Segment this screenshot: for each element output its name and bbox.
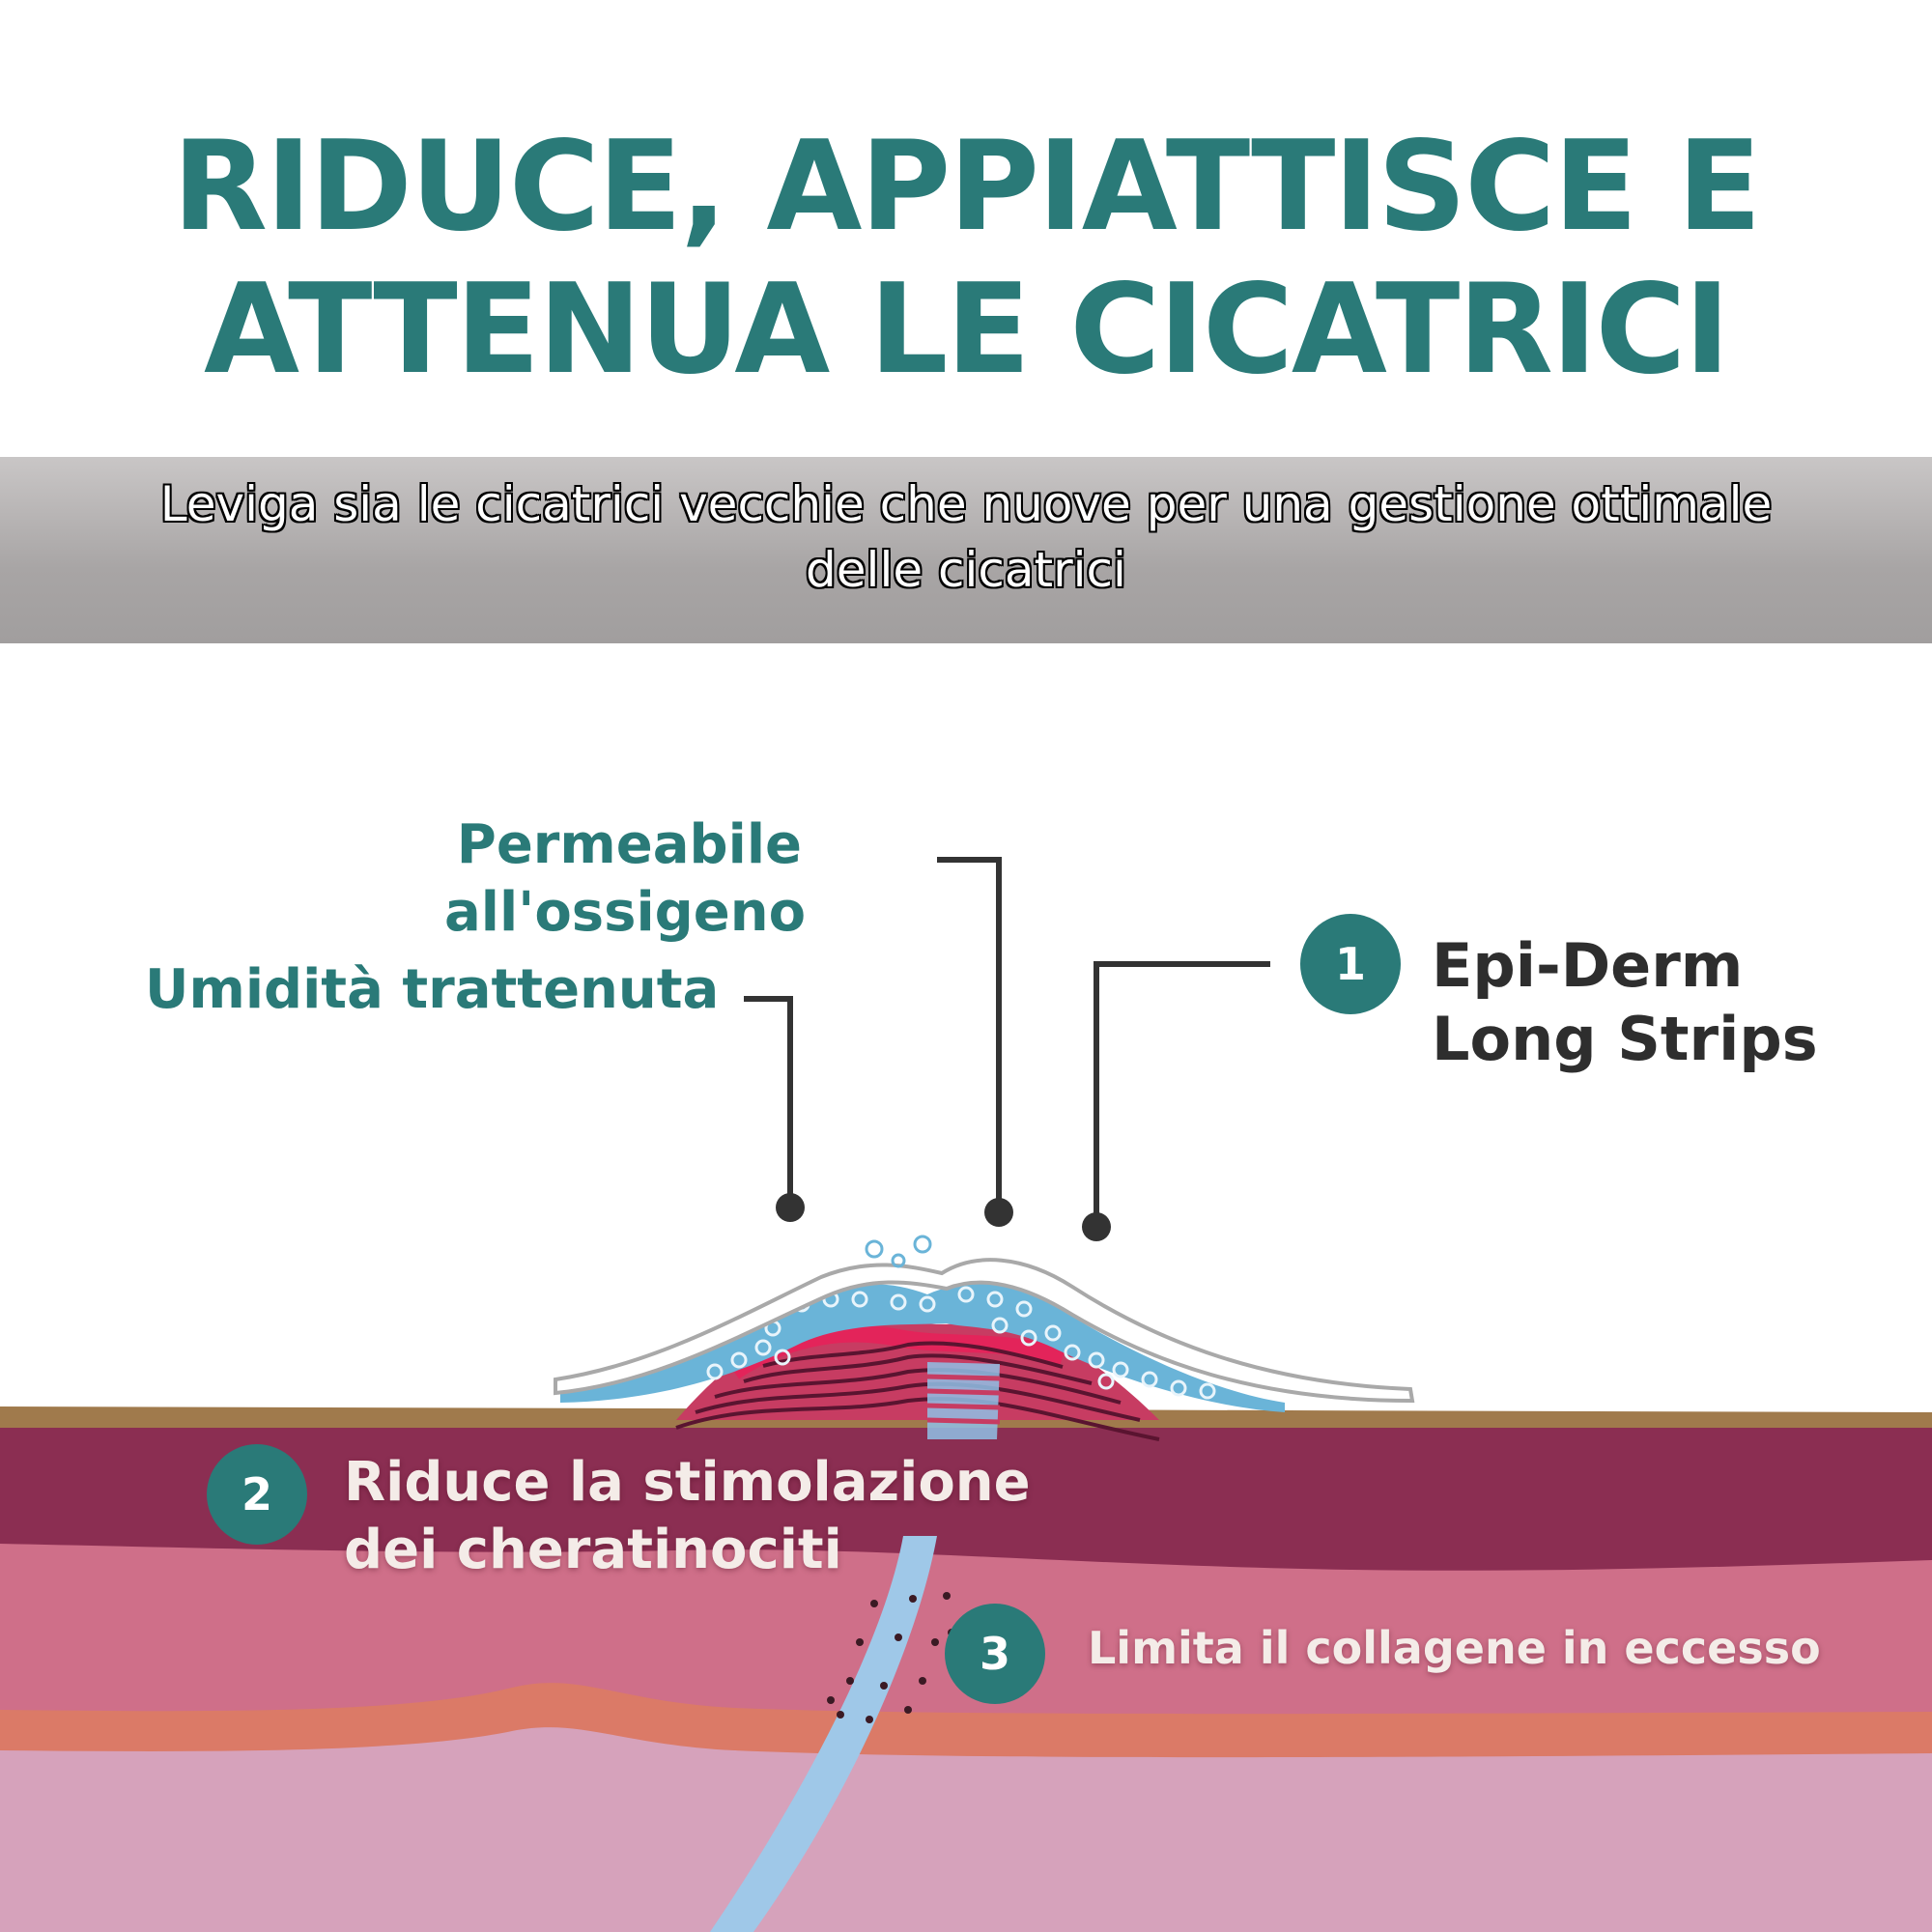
badge-3: 3 — [945, 1604, 1045, 1704]
product-label: Epi-Derm Long Strips — [1432, 929, 1818, 1076]
keratinocytes-label: Riduce la stimolazione dei cheratinociti — [344, 1449, 1031, 1584]
moisture-label: Umidità trattenuta — [145, 958, 720, 1021]
badge-2: 2 — [207, 1444, 307, 1545]
subtitle-line-1: Leviga sia le cicatrici vecchie che nuov… — [159, 476, 1773, 532]
page-title: RIDUCE, APPIATTISCE E ATTENUA LE CICATRI… — [0, 116, 1932, 402]
collagen-label: Limita il collagene in eccesso — [1088, 1622, 1821, 1674]
pointer-dot-moisture — [776, 1193, 805, 1222]
subtitle: Leviga sia le cicatrici vecchie che nuov… — [0, 471, 1932, 603]
keratinocytes-label-line-1: Riduce la stimolazione — [344, 1451, 1031, 1514]
subtitle-line-2: delle cicatrici — [806, 542, 1126, 598]
subtitle-bar — [0, 457, 1932, 643]
oxygen-label-line-2: all'ossigeno — [444, 881, 807, 944]
title-line-2: ATTENUA LE CICATRICI — [203, 258, 1730, 402]
oxygen-label-line-1: Permeabile — [456, 813, 802, 876]
scar-fibers — [675, 1341, 1160, 1441]
pointer-dot-oxygen — [984, 1198, 1013, 1227]
oxygen-label: Permeabile all'ossigeno — [444, 811, 807, 947]
leader-lines — [744, 857, 1270, 1227]
pointer-dot-strip — [1082, 1212, 1111, 1241]
silicone-strip — [554, 1258, 1415, 1404]
product-label-line-2: Long Strips — [1432, 1004, 1818, 1074]
gel-bubbles — [706, 1286, 1216, 1400]
keratinocytes-label-line-2: dei cheratinociti — [344, 1519, 842, 1581]
epidermis-layer — [0, 1406, 1932, 1571]
silicone-penetration — [927, 1362, 1000, 1439]
title-line-1: RIDUCE, APPIATTISCE E — [172, 115, 1761, 259]
badge-1: 1 — [1300, 914, 1401, 1014]
product-label-line-1: Epi-Derm — [1432, 930, 1744, 1001]
fat-band — [0, 1681, 1932, 1758]
silicone-stream — [710, 1536, 937, 1932]
